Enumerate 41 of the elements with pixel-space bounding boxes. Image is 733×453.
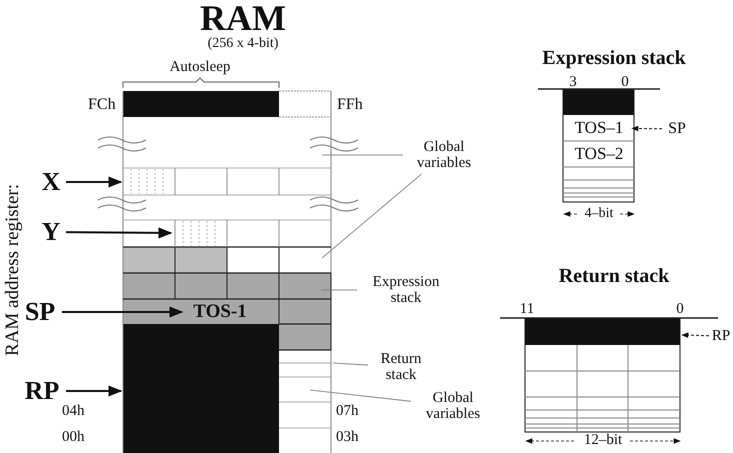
region-label: Expression stack <box>372 274 440 306</box>
address-label: FFh <box>337 97 363 113</box>
register-label: Y <box>42 218 60 246</box>
width-label: 12–bit <box>584 433 622 448</box>
bit-index: 11 <box>520 302 534 317</box>
panel-heading: Expression stack <box>542 48 686 68</box>
arrow <box>681 332 710 338</box>
panel-heading: Return stack <box>558 266 670 286</box>
address-label: FCh <box>88 97 116 113</box>
bit-index: 0 <box>676 302 684 317</box>
address-label: 00h <box>62 430 84 445</box>
bit-index: 3 <box>569 75 577 90</box>
arrow <box>631 126 662 132</box>
region-label: Global variables <box>424 390 482 422</box>
arrow <box>66 227 172 238</box>
leader-line <box>310 390 412 402</box>
address-label: 03h <box>336 430 358 445</box>
register-label: RP <box>24 376 60 406</box>
leader-line <box>322 154 404 156</box>
cell-label: TOS-1 <box>193 302 247 322</box>
bracket-label: Autosleep <box>170 60 230 75</box>
region-label: Return stack <box>380 350 422 384</box>
bit-index: 0 <box>621 75 629 90</box>
arrow <box>66 176 122 188</box>
address-label: 04h <box>62 404 84 419</box>
arrow <box>62 306 184 318</box>
region-label: RP <box>712 328 730 344</box>
leader-line <box>332 362 368 366</box>
register-label: SP <box>24 298 56 326</box>
region-label: SP <box>668 120 686 138</box>
width-label: 4–bit <box>584 207 614 221</box>
region-label: Global variables <box>416 138 472 172</box>
leader-line <box>322 174 422 258</box>
register-label: X <box>42 168 60 196</box>
size-label: (256 x 4-bit) <box>208 37 278 51</box>
cell-label: TOS–2 <box>574 144 624 164</box>
diagram-title: RAM <box>200 0 286 36</box>
cell-label: TOS–1 <box>574 118 624 138</box>
arrow <box>66 385 122 397</box>
address-label: 07h <box>336 404 358 419</box>
axis-label: RAM address register: <box>3 184 22 356</box>
